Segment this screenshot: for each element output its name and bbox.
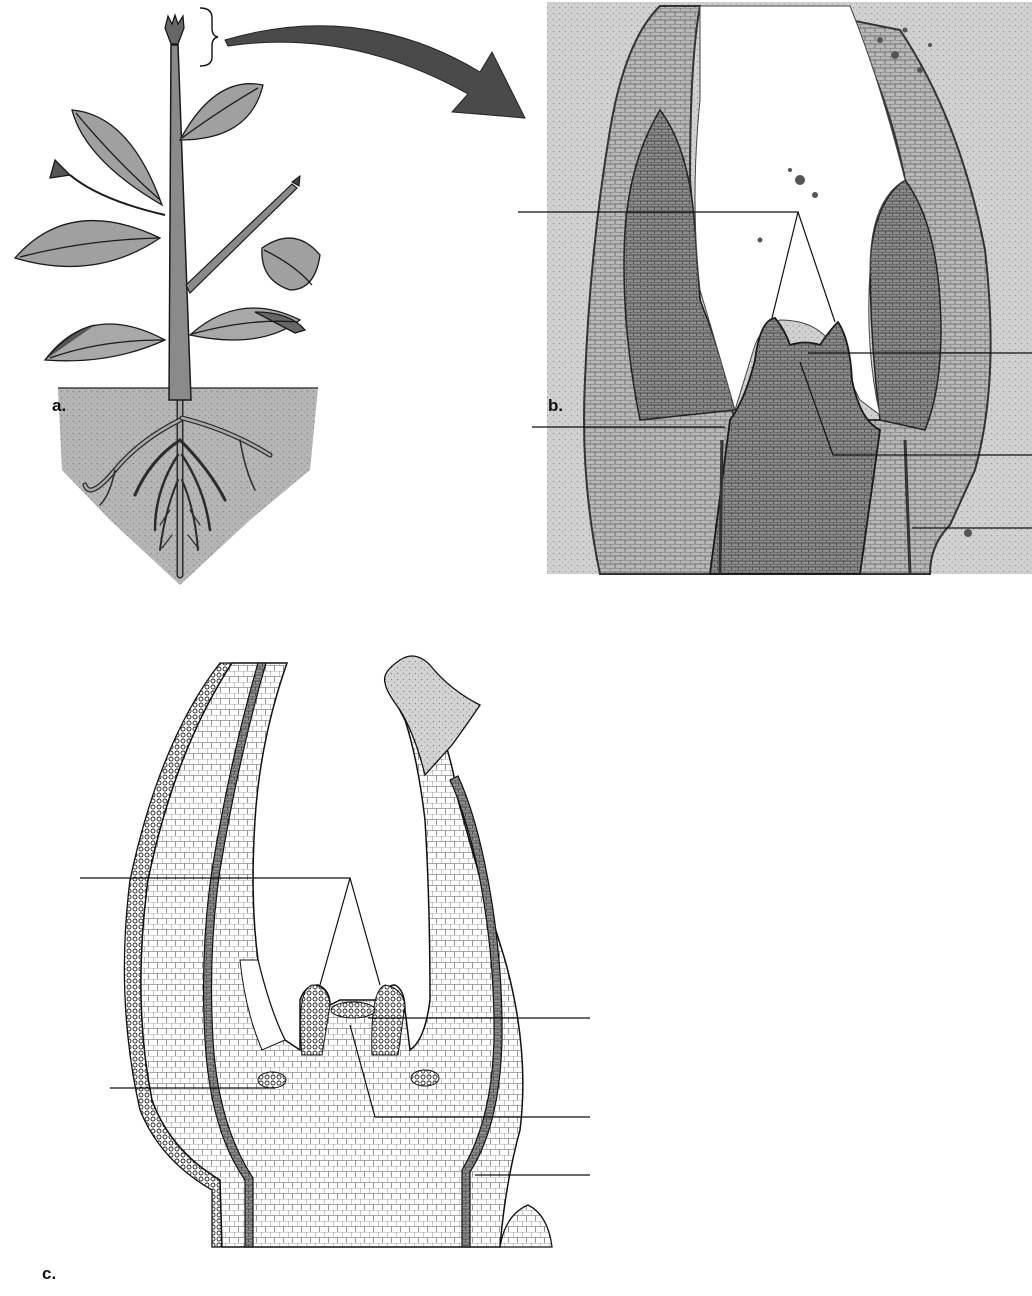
- panel-label-b: b.: [548, 396, 563, 416]
- leaf-tip: [385, 656, 480, 775]
- leaf: [262, 238, 320, 290]
- brace-icon: [200, 8, 218, 66]
- main-stem: [169, 45, 191, 400]
- leaves: [15, 84, 320, 361]
- tissue-body: [141, 663, 523, 1247]
- panel-b-micrograph: [518, 2, 1032, 574]
- shoot-tip: [165, 15, 184, 44]
- curved-arrow-icon: [225, 26, 525, 118]
- panel-a-plant: [15, 8, 525, 585]
- panel-c-drawing: [80, 656, 590, 1247]
- panel-label-c: c.: [42, 1264, 56, 1284]
- panel-label-a: a.: [52, 396, 66, 416]
